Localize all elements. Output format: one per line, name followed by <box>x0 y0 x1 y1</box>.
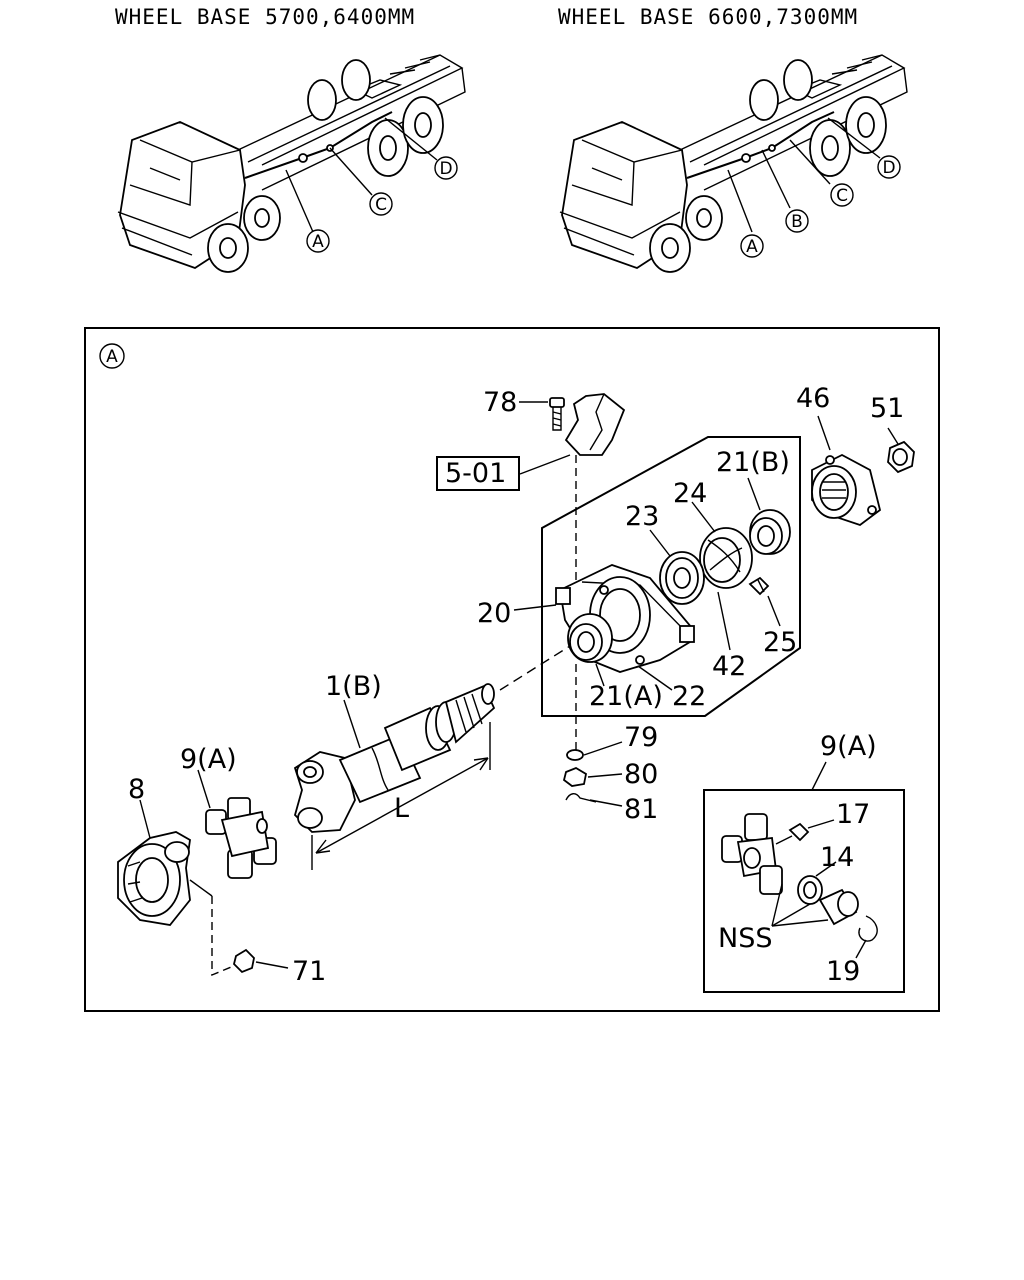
truck-right-illustration: A B C D <box>559 54 908 273</box>
label-17: 17 <box>836 799 870 830</box>
propeller-shaft-1b-icon <box>293 683 496 833</box>
label-25: 25 <box>763 627 797 658</box>
label-1b: 1(B) <box>325 671 382 702</box>
inset-title-9a: 9(A) <box>820 731 877 762</box>
label-21b: 21(B) <box>716 447 790 478</box>
center-bearing-group-outline <box>541 436 801 717</box>
label-l: L <box>394 793 409 824</box>
label-21a: 21(A) <box>589 681 663 712</box>
cotter-pin-81-icon <box>565 793 597 803</box>
inset-seal-14-icon <box>797 875 823 905</box>
nut-71-icon <box>233 948 255 974</box>
label-46: 46 <box>796 383 830 414</box>
washer-79-icon <box>566 749 584 761</box>
header-right: WHEEL BASE 6600,7300MM <box>558 5 858 29</box>
svg-text:A: A <box>746 237 758 257</box>
truck-left-illustration: A C D <box>117 54 466 273</box>
bearing-23-icon <box>659 551 705 605</box>
label-42: 42 <box>712 651 746 682</box>
label-78: 78 <box>483 387 517 418</box>
label-5-01: 5-01 <box>445 458 506 489</box>
label-19: 19 <box>826 956 860 987</box>
label-22: 22 <box>672 681 706 712</box>
label-24: 24 <box>673 478 707 509</box>
nut-80-icon <box>562 766 588 787</box>
bracket-part <box>564 393 626 456</box>
detail-marker-a: A <box>99 343 125 369</box>
bolt-78-icon <box>549 397 565 431</box>
svg-text:A: A <box>312 232 324 252</box>
label-20: 20 <box>477 598 511 629</box>
flange-yoke-8-icon <box>117 831 191 926</box>
nut-51-icon <box>887 440 915 474</box>
cushion-24-icon <box>699 527 753 589</box>
callout-d-right: D <box>877 155 901 179</box>
inset-bearing-cup-icon <box>818 888 859 926</box>
callout-b-right: B <box>785 209 809 233</box>
detail-box-a <box>84 327 940 1012</box>
label-nss: NSS <box>718 923 772 954</box>
header-left: WHEEL BASE 5700,6400MM <box>115 5 415 29</box>
callout-a-right: A <box>740 234 764 258</box>
svg-text:B: B <box>791 212 803 232</box>
callout-a-left: A <box>306 229 330 253</box>
svg-text:C: C <box>375 195 387 215</box>
label-9a: 9(A) <box>180 744 237 775</box>
label-71: 71 <box>292 956 326 987</box>
inset-snap-ring-19-icon <box>858 915 878 942</box>
inset-box-9a <box>703 789 905 993</box>
callout-d-left: D <box>434 156 458 180</box>
seal-21b-icon <box>749 509 791 555</box>
callout-c-left: C <box>369 192 393 216</box>
label-14: 14 <box>820 842 854 873</box>
label-81: 81 <box>624 794 658 825</box>
inset-grease-nipple-17-icon <box>775 822 810 845</box>
label-80: 80 <box>624 759 658 790</box>
grease-fitting-25-icon <box>748 576 770 596</box>
label-79: 79 <box>624 722 658 753</box>
center-bearing-housing-20-icon <box>555 564 695 673</box>
dimension-l <box>311 722 491 870</box>
svg-text:D: D <box>882 158 895 178</box>
svg-text:D: D <box>439 159 452 179</box>
label-8: 8 <box>128 774 145 805</box>
universal-joint-9a-icon <box>205 797 277 879</box>
label-51: 51 <box>870 393 904 424</box>
inset-universal-joint-icon <box>721 813 783 895</box>
seal-21a-icon <box>567 613 613 663</box>
callout-c-right: C <box>830 183 854 207</box>
svg-text:C: C <box>836 186 848 206</box>
svg-text:A: A <box>106 347 118 367</box>
label-23: 23 <box>625 501 659 532</box>
ref-box-5-01 <box>436 456 520 491</box>
flange-46-icon <box>811 453 882 527</box>
